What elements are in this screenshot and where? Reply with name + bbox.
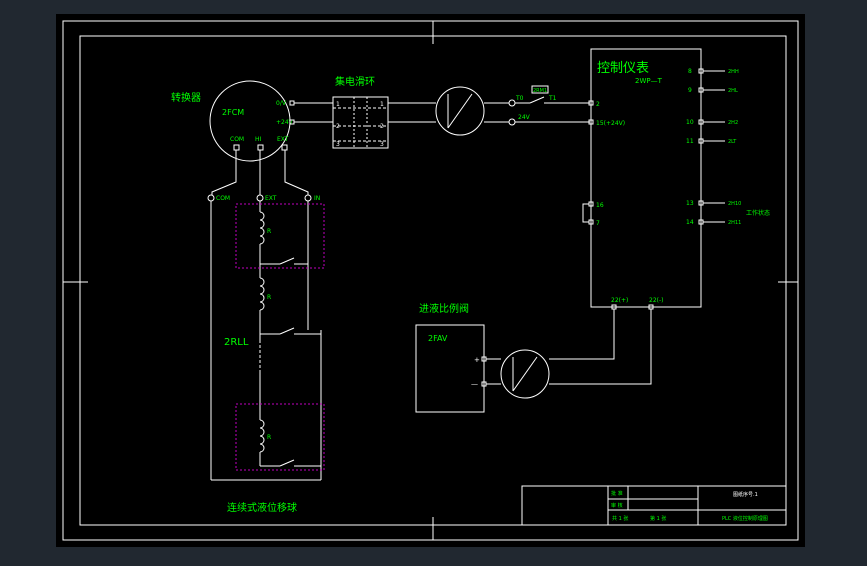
ring-in-1: 1 <box>336 101 340 108</box>
float-box-bottom <box>235 403 325 471</box>
converter-block: 转换器 2FCM COM HI EXT 0/V +24V COM EXT IN <box>171 80 320 202</box>
ring-out-1: 1 <box>380 101 384 108</box>
out-8: 2HH <box>728 69 739 75</box>
prop-valve-title: 进液比例阀 <box>419 302 469 315</box>
terminal-com-b: COM <box>216 195 230 202</box>
prop-valve-id: 2FAV <box>428 334 448 343</box>
isolator-top: 2RM1 T0 T1 24V <box>435 85 590 136</box>
out-9: 2HL <box>728 88 738 94</box>
pin-16: 16 <box>596 202 604 209</box>
pin-22n: 22(-) <box>649 297 663 304</box>
controller-box <box>590 48 702 308</box>
title-block: 批 准 审 核 图纸序号.1 共 1 张 第 1 张 PLC 液位控制原理图 <box>521 485 787 526</box>
coil-label-3: R <box>267 434 271 441</box>
terminal-in: IN <box>314 195 320 202</box>
tb-approve: 批 准 <box>611 490 623 497</box>
work-status-label: 工作状态 <box>746 209 770 217</box>
valve-minus: — <box>471 380 478 388</box>
pin-2: 2 <box>596 101 600 108</box>
pin-11: 11 <box>686 138 694 145</box>
converter-title: 转换器 <box>171 91 201 104</box>
converter-sig-ov: 0/V <box>276 100 287 107</box>
ring-in-3: 3 <box>336 141 340 148</box>
tb-drawing-no: 图纸序号.1 <box>733 491 758 498</box>
converter-term-hi: HI <box>255 136 262 143</box>
wire-tag-3: 24V <box>518 114 531 121</box>
pin-13: 13 <box>686 200 694 207</box>
ring-out-3: 3 <box>380 141 384 148</box>
controller-id: 2WP—T <box>635 77 663 85</box>
float-box-top <box>235 203 325 269</box>
pin-22p: 22(+) <box>611 297 628 304</box>
slip-ring-block: 集电滑环 1 2 3 1 2 3 <box>294 75 436 149</box>
converter-sig-24v: +24V <box>276 119 294 126</box>
rll-label: 2RLL <box>224 337 249 348</box>
out-14: 2H11 <box>728 220 741 226</box>
pin-8: 8 <box>688 68 692 75</box>
slip-ring-title: 集电滑环 <box>335 75 375 88</box>
terminal-ext-b: EXT <box>265 195 277 202</box>
tb-check: 审 核 <box>611 502 623 509</box>
converter-term-com: COM <box>230 136 244 143</box>
coil-label-1: R <box>267 228 271 235</box>
pin-10: 10 <box>686 119 694 126</box>
out-11: 2LT <box>728 139 737 145</box>
ring-in-2: 2 <box>336 123 340 130</box>
valve-plus: + <box>474 356 480 364</box>
pin-7: 7 <box>596 220 600 227</box>
drawing-canvas <box>56 14 805 547</box>
tb-sheet: 第 1 张 <box>650 515 666 522</box>
pin-15: 15(+24V) <box>596 120 625 127</box>
wire-box <box>531 85 549 94</box>
pin-14: 14 <box>686 219 694 226</box>
level-chain: R R R 2RLL 连续式液位移球 <box>210 201 325 514</box>
wire-tag-1: T0 <box>515 95 524 102</box>
coil-label-2: R <box>267 294 271 301</box>
pin-9: 9 <box>688 87 692 94</box>
bottom-title: 连续式液位移球 <box>227 501 297 514</box>
wire-tag-2: T1 <box>548 95 557 102</box>
drawing-frame <box>62 20 799 541</box>
converter-id: 2FCM <box>222 108 244 117</box>
prop-valve-block: 进液比例阀 2FAV + — <box>415 302 652 413</box>
controller-block: 控制仪表 2WP—T 2 15(+24V) 16 7 22(+) 22(-) 8… <box>582 48 770 310</box>
converter-term-ext: EXT <box>277 136 289 143</box>
wire-box-tag: 2RM1 <box>533 88 547 94</box>
out-13: 2H10 <box>728 201 741 207</box>
ring-out-2: 2 <box>380 123 384 130</box>
controller-title: 控制仪表 <box>597 61 649 76</box>
prop-valve-box <box>415 324 485 413</box>
tb-name: PLC 液位控制原理图 <box>722 515 768 522</box>
out-10: 2H2 <box>728 120 738 126</box>
tb-sheets: 共 1 张 <box>612 515 628 522</box>
